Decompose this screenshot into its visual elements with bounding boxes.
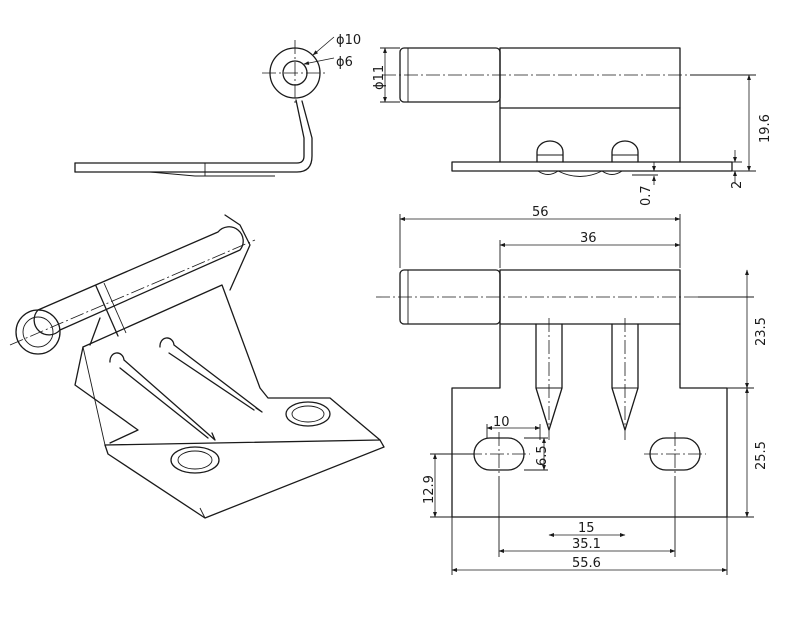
dim-upper-height: 23.5	[754, 317, 769, 346]
dim-knuckle-width: 36	[580, 231, 597, 246]
front-view: ϕ11 19.6 2 0.7	[372, 47, 773, 206]
dim-lower-height: 25.5	[754, 441, 769, 470]
top-view: 56 36 23.5 25.5 10 6.5 12.9 15 35	[376, 205, 769, 575]
dim-plate-thickness: 2	[730, 181, 745, 189]
side-view: ϕ10 ϕ6	[74, 33, 361, 177]
dim-prong-offset: 0.7	[639, 185, 654, 206]
dim-total-width: 56	[532, 205, 549, 220]
dim-slot-spacing: 35.1	[572, 537, 601, 552]
dim-slot-height: 6.5	[535, 445, 550, 466]
dim-plate-width: 55.6	[572, 556, 601, 571]
isometric-view	[9, 214, 385, 519]
dim-pin-diameter: ϕ11	[372, 65, 387, 90]
dim-slot-offset: 12.9	[422, 475, 437, 504]
dim-front-height: 19.6	[758, 114, 773, 143]
dim-outer-diameter: ϕ10	[336, 33, 361, 48]
dim-inner-diameter: ϕ6	[336, 55, 353, 70]
dim-prong-spacing: 15	[578, 521, 595, 536]
dim-slot-width: 10	[493, 415, 510, 430]
